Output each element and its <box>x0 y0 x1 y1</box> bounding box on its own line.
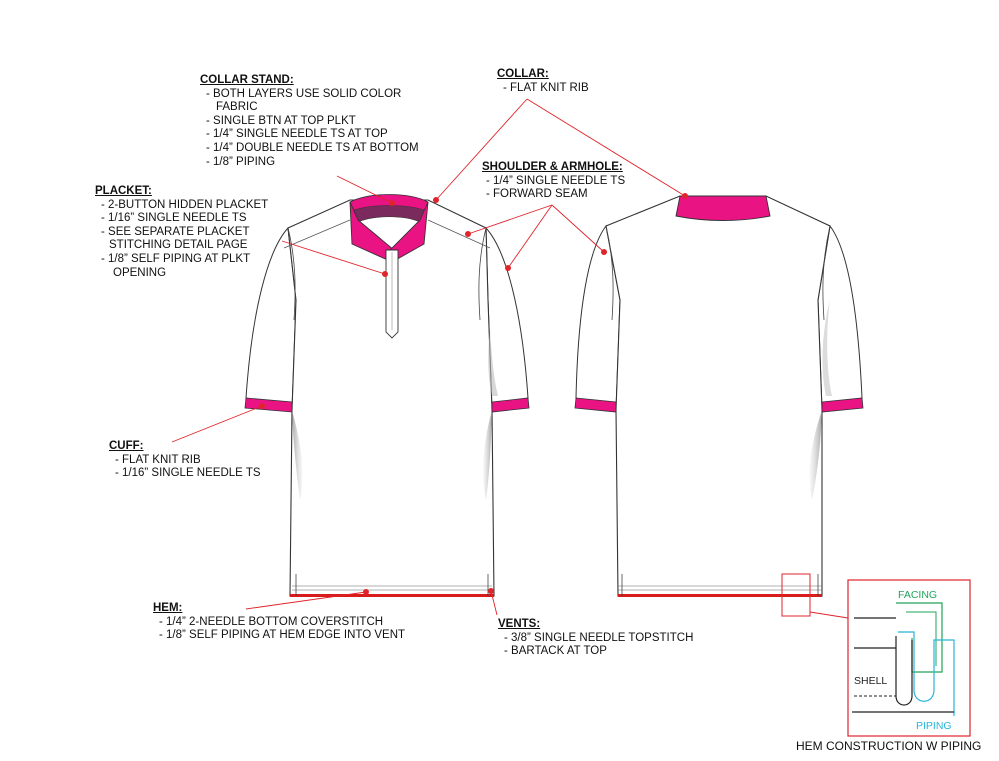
placket-line: STITCHING DETAIL PAGE <box>109 239 248 252</box>
hem-detail-connector <box>809 611 849 619</box>
collar-stand-line: - BOTH LAYERS USE SOLID COLOR <box>206 87 402 100</box>
cuff-leader <box>171 405 263 443</box>
placket-line: - 1/8” SELF PIPING AT PLKT <box>101 252 251 265</box>
vents-heading: VENTS: <box>498 618 541 630</box>
hem-dot <box>363 589 369 595</box>
placket-line: OPENING <box>113 266 167 279</box>
facing-layer-inner <box>906 611 937 666</box>
shoulder-heading: SHOULDER & ARMHOLE: <box>482 161 623 173</box>
shoulder-line: - FORWARD SEAM <box>486 188 588 201</box>
back-sleeve-shade <box>822 300 832 396</box>
callout-dots <box>259 193 688 595</box>
piping-layer <box>898 631 955 716</box>
front-view <box>244 194 530 597</box>
back-left-cuff <box>574 397 617 413</box>
shoulder-dot-2 <box>505 265 511 271</box>
hem-detail-marker <box>781 573 811 617</box>
placket-line: - SEE SEPARATE PLACKET <box>101 225 250 238</box>
collar-stand-line: FABRIC <box>216 101 258 114</box>
shoulder-dot-1 <box>465 231 471 237</box>
collar-stand-heading: COLLAR STAND: <box>200 74 294 86</box>
hem-heading: HEM: <box>153 602 183 614</box>
callout-lines <box>171 98 686 616</box>
collar-dot-back <box>682 193 688 199</box>
collar-stand-line: - 1/8” PIPING <box>206 155 276 168</box>
front-shade-left <box>292 410 303 500</box>
collar-leader-front <box>435 98 528 201</box>
front-sleeve-shade <box>488 330 498 396</box>
collar-stand-line: - 1/4” SINGLE NEEDLE TS AT TOP <box>206 128 388 141</box>
collar-dot-front <box>433 197 439 203</box>
placket-line: - 1/16” SINGLE NEEDLE TS <box>101 212 247 225</box>
shoulder-line: - 1/4” SINGLE NEEDLE TS <box>486 174 626 187</box>
collar-stand-dot <box>389 200 395 206</box>
back-hem-piping <box>618 594 822 597</box>
front-shoulder-seam-right <box>427 219 491 249</box>
collar-annotation: COLLAR: - FLAT KNIT RIB <box>497 68 589 95</box>
facing-label: FACING <box>898 589 937 601</box>
front-armhole-seam-right <box>478 227 487 321</box>
cuff-dot <box>259 403 265 409</box>
shell-label: SHELL <box>854 675 887 687</box>
back-view <box>574 195 864 619</box>
placket-annotation: PLACKET: - 2-BUTTON HIDDEN PLACKET - 1/1… <box>95 185 268 280</box>
placket-dot <box>382 271 388 277</box>
back-right-cuff <box>821 397 864 413</box>
back-armhole-seam-left <box>605 225 614 321</box>
hem-detail-caption: HEM CONSTRUCTION W PIPING <box>796 739 982 753</box>
hem-detail-frame <box>847 579 971 737</box>
vents-leader <box>490 590 498 616</box>
back-shade-right <box>809 410 822 500</box>
collar-stand-annotation: COLLAR STAND: - BOTH LAYERS USE SOLID CO… <box>200 74 419 169</box>
back-body <box>605 195 831 597</box>
collar-stand-leader <box>336 175 393 204</box>
placket-line: - 2-BUTTON HIDDEN PLACKET <box>101 198 269 211</box>
collar-leader-back <box>526 98 686 197</box>
hem-line: - 1/8” SELF PIPING AT HEM EDGE INTO VENT <box>159 629 406 642</box>
cuff-line: - FLAT KNIT RIB <box>115 453 201 466</box>
placket-heading: PLACKET: <box>95 185 152 197</box>
hem-detail-inset: FACING SHELL PIPING <box>847 579 971 737</box>
cuff-heading: CUFF: <box>109 440 144 452</box>
shoulder-annotation: SHOULDER & ARMHOLE: - 1/4” SINGLE NEEDLE… <box>482 161 625 202</box>
front-shade-right <box>483 410 492 500</box>
back-collar <box>675 195 771 221</box>
shoulder-leader-1 <box>467 204 553 235</box>
collar-line: - FLAT KNIT RIB <box>503 81 589 94</box>
shoulder-leader-2 <box>507 204 553 269</box>
hem-line: - 1/4” 2-NEEDLE BOTTOM COVERSTITCH <box>159 615 384 628</box>
hem-annotation: HEM: - 1/4” 2-NEEDLE BOTTOM COVERSTITCH … <box>153 602 405 643</box>
front-right-cuff <box>491 397 530 413</box>
vents-line: - 3/8” SINGLE NEEDLE TOPSTITCH <box>504 631 694 644</box>
cuff-annotation: CUFF: - FLAT KNIT RIB - 1/16” SINGLE NEE… <box>109 440 261 481</box>
vents-dot <box>488 588 494 594</box>
shoulder-leader-3 <box>551 204 605 253</box>
vents-annotation: VENTS: - 3/8” SINGLE NEEDLE TOPSTITCH - … <box>498 618 693 659</box>
piping-label: PIPING <box>916 720 952 732</box>
front-armhole-seam-left <box>287 227 296 321</box>
collar-heading: COLLAR: <box>497 68 549 80</box>
placket-leader <box>281 240 386 275</box>
back-armhole-seam-right <box>822 225 831 321</box>
front-hem-piping <box>290 594 494 597</box>
hem-leader <box>245 591 367 610</box>
collar-stand-line: - SINGLE BTN AT TOP PLKT <box>206 114 356 127</box>
front-shoulder-seam-left <box>283 219 351 249</box>
cuff-line: - 1/16” SINGLE NEEDLE TS <box>115 467 261 480</box>
collar-stand-line: - 1/4” DOUBLE NEEDLE TS AT BOTTOM <box>206 141 419 154</box>
shoulder-dot-3 <box>601 249 607 255</box>
vents-line: - BARTACK AT TOP <box>504 645 607 658</box>
